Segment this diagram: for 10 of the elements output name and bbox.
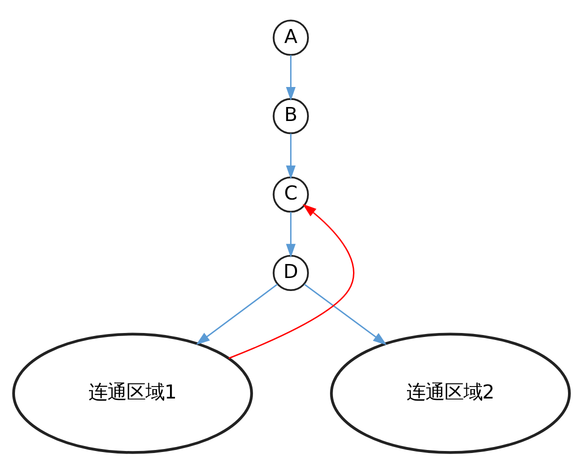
arrow [228,204,354,358]
arrow [286,211,296,258]
arrow [304,283,387,345]
arrow [286,133,296,179]
node-circle: C [272,176,309,212]
arrow [286,54,296,100]
arrow [196,283,278,344]
node-circle: A [272,19,309,56]
node-circle: D [272,254,309,291]
node-circle: B [272,98,309,134]
